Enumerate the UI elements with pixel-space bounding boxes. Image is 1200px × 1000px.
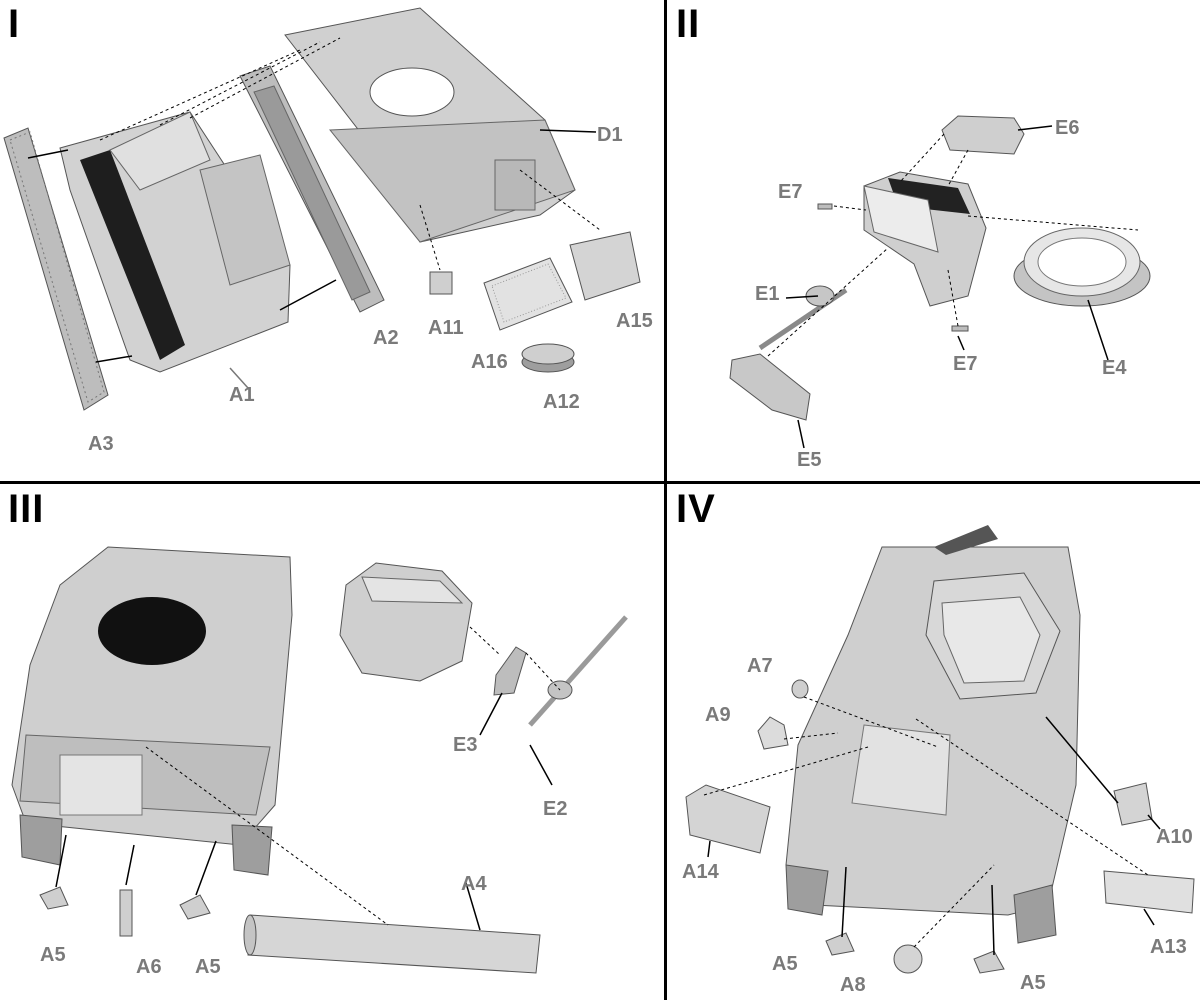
part-a4-exhaust	[243, 914, 541, 974]
label-e7-top: E7	[778, 181, 803, 203]
label-a5-left: A5	[772, 953, 798, 975]
part-a16	[483, 257, 573, 331]
panel-1-leader-lines	[27, 129, 597, 389]
label-e2: E2	[543, 798, 568, 820]
label-a5-left: A5	[40, 944, 66, 966]
part-d1-upper-hull	[284, 7, 576, 243]
panel-1: I D1 A2 A1 A3 A11 A16 A12 A15	[0, 0, 665, 482]
part-a11	[429, 271, 453, 295]
part-a2-track	[239, 65, 385, 313]
label-a8: A8	[840, 974, 866, 996]
label-e7-bottom: E7	[953, 353, 978, 375]
part-e2-gun	[528, 615, 628, 727]
panel-3-leader-lines	[55, 692, 553, 931]
panel-2-dotted-leaders	[767, 133, 1139, 357]
panel-2-leader-lines	[785, 125, 1109, 449]
label-e5: E5	[797, 449, 822, 471]
panel-4-dotted-leaders	[703, 696, 1149, 948]
panel-2-numeral: II	[676, 2, 701, 46]
part-a15	[569, 231, 641, 301]
divider-horizontal	[0, 481, 1200, 484]
part-a9	[757, 716, 789, 750]
label-e6: E6	[1055, 117, 1080, 139]
divider-vertical	[664, 0, 667, 1000]
label-a10: A10	[1156, 826, 1193, 848]
panel-4-leader-lines	[707, 716, 1161, 956]
label-a4: A4	[461, 873, 487, 895]
panel-4-drawing	[685, 525, 1195, 974]
part-a10	[1113, 782, 1153, 826]
label-e4: E4	[1102, 357, 1127, 379]
part-a5-right	[973, 950, 1005, 974]
label-a3: A3	[88, 433, 114, 455]
label-a12: A12	[543, 391, 580, 413]
label-a5-right: A5	[195, 956, 221, 978]
panel-2: II E6 E7 E1 E7 E4 E5	[668, 0, 1200, 482]
label-a15: A15	[616, 310, 653, 332]
panel-1-dotted-leaders	[99, 37, 601, 271]
part-e5-mantlet	[729, 353, 811, 421]
panel-3-numeral: III	[8, 487, 45, 531]
part-a7	[791, 679, 809, 699]
part-a6	[119, 889, 133, 937]
part-turret-assembled	[339, 562, 473, 682]
part-a13	[1103, 870, 1195, 914]
part-a5-right	[179, 894, 211, 920]
part-a12	[521, 343, 575, 373]
part-a8	[893, 944, 923, 974]
label-a2: A2	[373, 327, 399, 349]
part-e4-turret-ring	[1013, 227, 1151, 307]
part-a5-left	[825, 932, 855, 956]
label-d1: D1	[597, 124, 623, 146]
part-a1-hull	[59, 111, 291, 373]
panel-4-numeral: IV	[676, 487, 716, 531]
panel-3-drawing	[11, 546, 628, 974]
part-a5-left	[39, 886, 69, 910]
panel-1-numeral: I	[8, 2, 21, 46]
panel-3: III E3 E2 A4 A5 A6 A5	[0, 485, 665, 1000]
part-e7-pins	[817, 203, 969, 332]
label-a11: A11	[428, 317, 464, 339]
part-e6-hatch	[941, 115, 1025, 155]
panel-3-dotted-leaders	[145, 626, 561, 926]
panel-4: IV A7 A9 A14 A10 A13 A5 A8 A5	[668, 485, 1200, 1000]
part-a3-track	[3, 127, 109, 411]
label-a16: A16	[471, 351, 508, 373]
part-a14	[685, 784, 771, 854]
part-turret-body	[863, 171, 987, 307]
label-a13: A13	[1150, 936, 1187, 958]
panel-2-drawing	[729, 115, 1151, 449]
label-e1: E1	[755, 283, 780, 305]
label-a5-right: A5	[1020, 972, 1046, 994]
panel-1-drawing	[3, 7, 641, 411]
label-a1: A1	[229, 384, 255, 406]
label-a6: A6	[136, 956, 162, 978]
label-e3: E3	[453, 734, 478, 756]
part-tank-assembled	[785, 525, 1081, 944]
label-a14: A14	[682, 861, 719, 883]
part-hull-assembled	[11, 546, 293, 876]
label-a9: A9	[705, 704, 731, 726]
part-e3	[493, 646, 527, 696]
label-a7: A7	[747, 655, 773, 677]
